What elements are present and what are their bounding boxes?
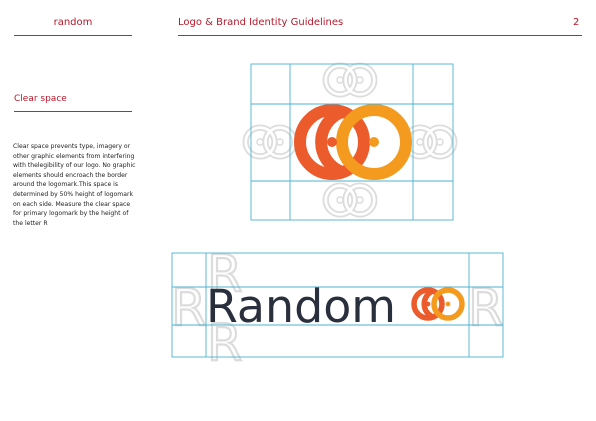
document-title: Logo & Brand Identity Guidelines	[178, 17, 344, 28]
section-body: Clear space prevents type, imagery or ot…	[13, 143, 136, 227]
brand-name: random	[53, 17, 93, 28]
watermark-mark-top	[326, 66, 375, 95]
watermark-mark-left	[246, 128, 295, 157]
guide-grid-wordmark	[171, 252, 504, 358]
watermark-r-top: R	[207, 245, 242, 304]
wordmark-text: Random	[206, 280, 396, 333]
watermark-r-bottom: R	[207, 314, 242, 373]
watermark-r-left: R	[171, 279, 206, 338]
logomark-clear-space-figure	[246, 63, 455, 221]
wordmark-clear-space-figure: R R R R Random	[170, 244, 505, 374]
page-number: 2	[573, 17, 580, 28]
guide-grid-logomark	[250, 63, 454, 221]
primary-logomark	[294, 104, 412, 180]
header-divider-left	[14, 35, 132, 36]
wordmark-logomark	[411, 287, 465, 321]
section-title: Clear space	[14, 94, 67, 104]
watermark-mark-bottom	[326, 186, 375, 215]
section-divider	[14, 111, 132, 112]
header-divider-right	[178, 35, 582, 36]
watermark-r-right: R	[468, 279, 503, 338]
